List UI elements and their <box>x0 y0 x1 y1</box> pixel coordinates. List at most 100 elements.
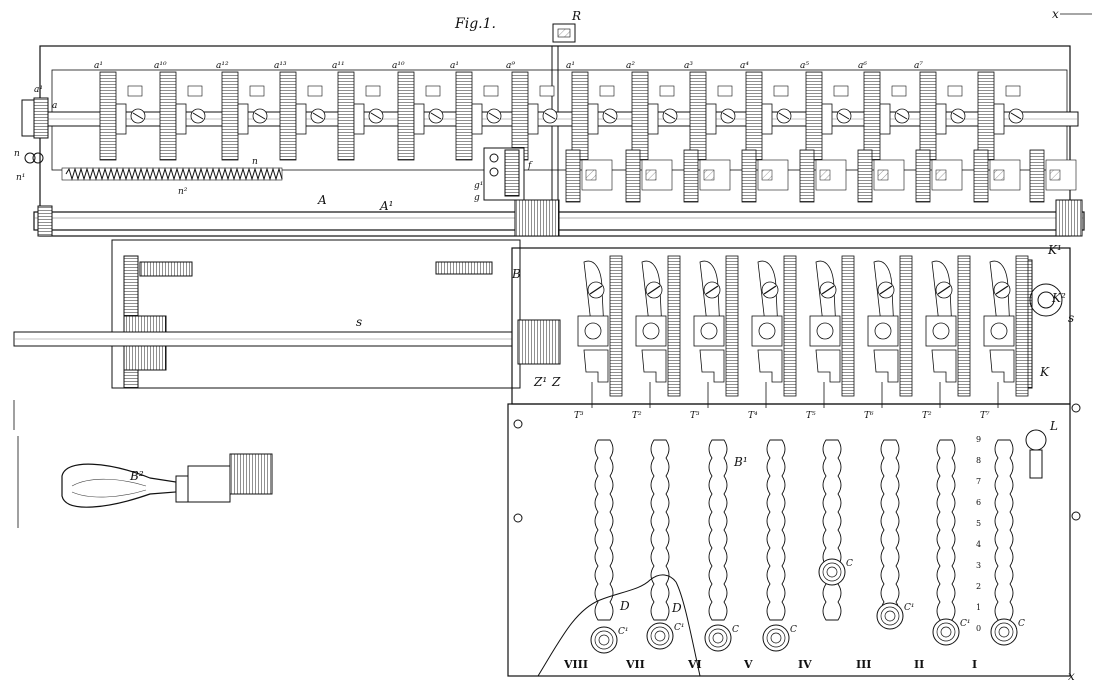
lever-assembly: T⁴ <box>748 255 797 421</box>
label-k1: K¹ <box>1047 243 1062 257</box>
label-b2: B² <box>129 469 144 483</box>
label-z: Z <box>551 375 561 389</box>
button-label: C <box>790 625 797 635</box>
roman-numeral: I <box>972 658 977 671</box>
gear-label: a⁴ <box>740 61 749 71</box>
label-b1: B¹ <box>733 455 748 469</box>
gear-label: a¹ <box>566 61 575 71</box>
gear-label: a⁶ <box>858 61 867 71</box>
label-n: n <box>14 149 20 159</box>
left-bracket: n n¹ <box>14 149 44 183</box>
gear-wheel: a¹ <box>94 61 146 161</box>
roman-numeral: IV <box>798 658 812 671</box>
button-label: C¹ <box>960 619 971 629</box>
t-label: T³ <box>690 411 700 421</box>
scale-number: 9 <box>976 435 981 444</box>
lever-assembly: T⁵ <box>806 255 855 421</box>
scale-number: 3 <box>976 561 981 570</box>
screw <box>1071 511 1081 521</box>
scale-number: 5 <box>976 519 981 528</box>
label-a1-axle: A¹ <box>379 199 393 213</box>
t-label: T⁶ <box>864 411 874 421</box>
t-label: T² <box>922 411 932 421</box>
gear-label: a⁹ <box>506 61 515 71</box>
lower-gear-wheel <box>973 149 1021 203</box>
lever-assembly: T⁷ <box>980 255 1029 421</box>
key-slot[interactable]: C¹ <box>590 439 629 654</box>
button-label: C <box>846 559 853 569</box>
scale-number: 7 <box>976 477 981 486</box>
lower-gear-wheel <box>683 149 731 203</box>
t-label: T⁷ <box>980 411 990 421</box>
lever-row: T³ T² T³ T⁴ T⁵ T⁶ T² T⁷ <box>574 255 1029 421</box>
button-label: C <box>732 625 739 635</box>
gear-wheel: a¹⁰ <box>154 61 206 161</box>
gear-wheel: a² <box>626 61 678 161</box>
gear-wheel: a⁷ <box>914 61 966 161</box>
gear-wheel: a⁹ <box>506 61 558 161</box>
label-l: L <box>1049 419 1058 433</box>
gear-wheel: a¹⁰ <box>392 61 444 161</box>
lever-assembly: T³ <box>574 255 623 421</box>
roman-numeral: III <box>856 658 871 671</box>
gear-label: a¹ <box>94 61 103 71</box>
gear-wheel: a¹ <box>450 61 502 161</box>
gear-label: a³ <box>684 61 693 71</box>
label-n-upper: n <box>252 157 258 167</box>
label-g1: g¹ <box>474 181 483 191</box>
break-line <box>537 574 701 677</box>
gear-wheel: a³ <box>684 61 736 161</box>
key-slot[interactable]: C¹ <box>876 439 915 630</box>
key-slot[interactable]: C¹ <box>646 439 685 650</box>
label-z1: Z¹ <box>533 375 547 389</box>
key-slot[interactable]: C <box>990 439 1025 646</box>
key-slot[interactable]: C¹ <box>932 439 971 646</box>
key-slot[interactable]: C <box>818 439 853 621</box>
gear-label: a¹¹ <box>332 61 345 71</box>
label-d1: D <box>619 599 630 613</box>
lower-gear-wheel <box>799 149 847 203</box>
t-label: T⁴ <box>748 411 758 421</box>
t-label: T² <box>632 411 642 421</box>
t-label: T³ <box>574 411 584 421</box>
axle-a: A A¹ <box>33 193 1085 237</box>
crank-handle: B² <box>61 453 273 508</box>
left-knob: a¹ a <box>21 85 57 139</box>
key-slot[interactable]: C <box>704 439 739 652</box>
roman-numeral: II <box>914 658 924 671</box>
lever-assembly: T⁶ <box>864 255 913 421</box>
key-l[interactable]: L <box>1025 419 1058 479</box>
roman-numeral: V <box>743 658 753 671</box>
gear-label: a¹ <box>450 61 459 71</box>
key-slots: C¹ C¹ C C C C¹ C¹ C <box>590 439 1025 654</box>
lower-gear-wheel <box>1029 149 1077 203</box>
button-label: C <box>1018 619 1025 629</box>
screw <box>513 419 523 429</box>
gear-wheel <box>977 71 1024 161</box>
label-x-bottom: x <box>1068 669 1075 683</box>
button-label: C¹ <box>904 603 915 613</box>
t-label: T⁵ <box>806 411 816 421</box>
label-b: B <box>511 267 521 281</box>
gear-label: a¹² <box>216 61 229 71</box>
label-g: g <box>474 193 480 203</box>
gear-label: a¹⁰ <box>154 61 167 71</box>
label-a-axle: A <box>317 193 327 207</box>
gear-label: a¹³ <box>274 61 287 71</box>
key-slot[interactable]: C <box>762 439 797 652</box>
button-label: C¹ <box>674 623 685 633</box>
base-outline <box>13 400 19 528</box>
gear-wheel: a¹³ <box>274 61 326 161</box>
scale-number: 1 <box>976 603 981 612</box>
figure-title: Fig.1. <box>454 16 496 32</box>
label-d2: D <box>671 601 682 615</box>
label-k2: K² <box>1051 291 1066 305</box>
lower-gear-wheel <box>857 149 905 203</box>
scale-number: 6 <box>976 498 981 507</box>
label-f: f <box>527 161 533 171</box>
gear-label: a⁷ <box>914 61 923 71</box>
gear-wheel: a¹¹ <box>332 61 384 161</box>
